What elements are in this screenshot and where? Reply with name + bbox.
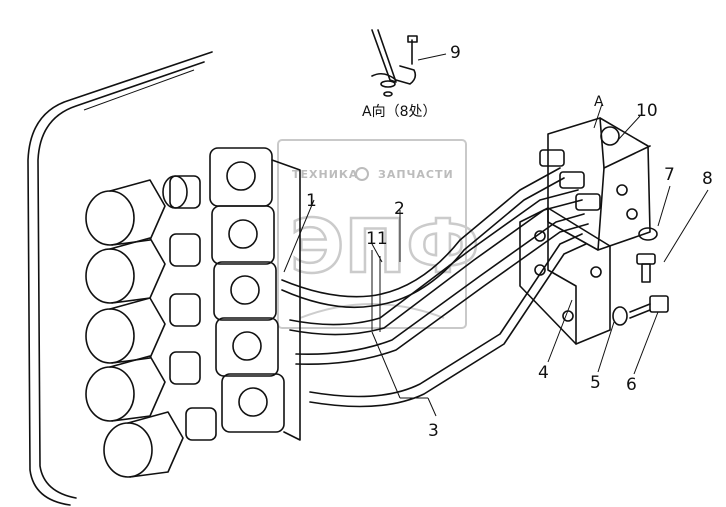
callout-5: 5	[590, 373, 601, 393]
watermark-text-left: ТЕХНИКА	[292, 168, 358, 181]
callout-1: 1	[306, 191, 317, 211]
watermark: ТЕХНИКА ЗАПЧАСТИ ЭПФ	[277, 139, 481, 329]
view-a-label: A向（8处）	[362, 104, 436, 120]
machine-housing	[27, 51, 213, 506]
callout-7: 7	[664, 165, 675, 185]
callout-4: 4	[538, 363, 549, 383]
callout-8: 8	[702, 169, 713, 189]
mounting-bracket	[519, 207, 611, 345]
manifold-block	[539, 117, 651, 251]
view-marker-a: A	[594, 94, 604, 110]
detail-a-clamp	[371, 29, 418, 97]
callout-3: 3	[428, 421, 439, 441]
callout-9: 9	[450, 43, 461, 63]
gear-icon	[355, 167, 369, 181]
callout-11: 11	[366, 229, 388, 249]
control-valve-bank	[209, 147, 301, 441]
washer-7	[638, 227, 658, 241]
callout-6: 6	[626, 375, 637, 395]
bolt-8	[636, 253, 656, 283]
leader-lines	[283, 53, 709, 417]
callout-2: 2	[394, 199, 405, 219]
bolt-6	[629, 295, 669, 319]
fasteners	[612, 227, 669, 326]
callout-labels: A向（8处） A 1 2 3 4 5 6 7 8 9 10 11	[306, 43, 713, 441]
solenoid-coils	[85, 175, 217, 478]
hydraulic-pipes	[281, 167, 589, 408]
callout-10: 10	[636, 101, 658, 121]
washer-5	[612, 306, 628, 326]
watermark-logo: ЭПФ	[290, 204, 480, 290]
watermark-text-right: ЗАПЧАСТИ	[378, 168, 454, 181]
